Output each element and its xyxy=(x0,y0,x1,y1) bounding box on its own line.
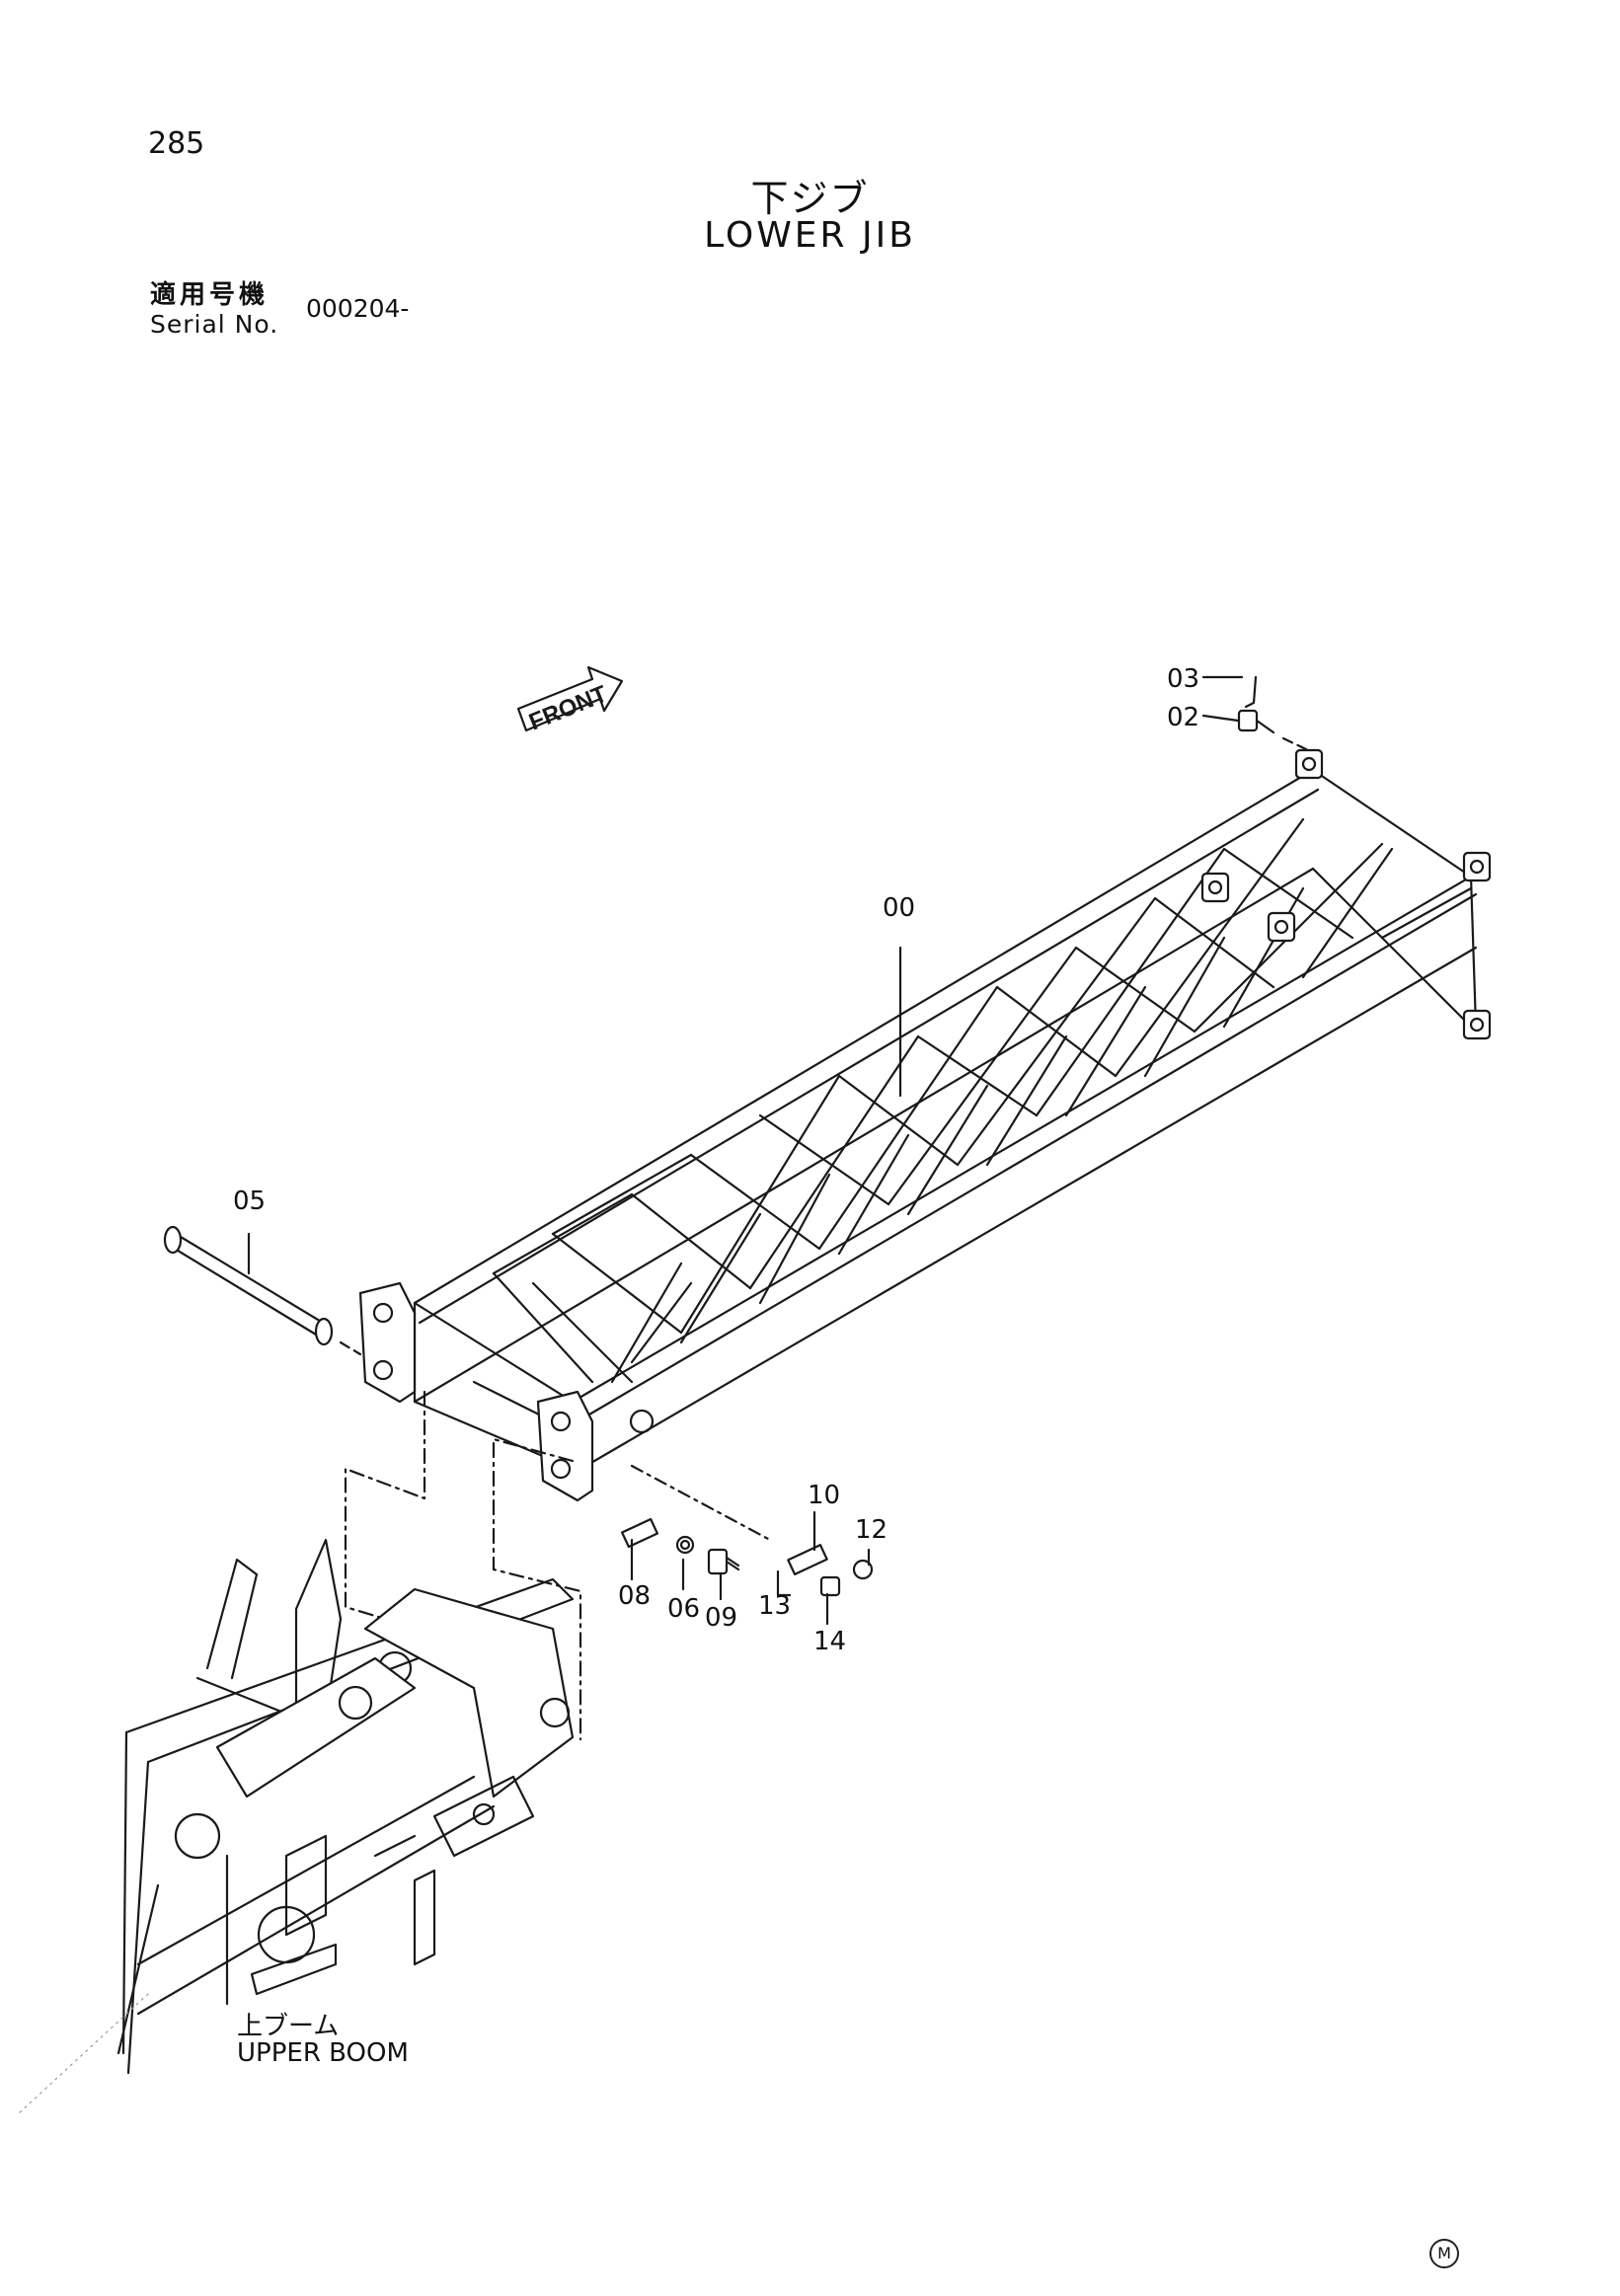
jib-foot-plates xyxy=(358,1281,655,1502)
callout-14: 14 xyxy=(813,1627,847,1656)
callout-00: 00 xyxy=(883,893,916,923)
upper-boom-label-english: UPPER BOOM xyxy=(237,2038,409,2068)
upper-boom-label-japanese: 上ブーム xyxy=(237,2012,340,2041)
callout-05: 05 xyxy=(233,1186,267,1216)
small-hardware-parts xyxy=(621,1464,874,1597)
serial-number-value: 000204- xyxy=(306,294,410,323)
connection-lines xyxy=(344,1390,582,1741)
callout-03: 03 xyxy=(1167,664,1200,694)
serial-label-japanese: 適用号機 xyxy=(150,280,270,310)
corner-m-mark: M xyxy=(1429,2239,1459,2268)
title-english: LOWER JIB xyxy=(704,215,916,256)
jib-head-lugs xyxy=(1200,748,1492,1040)
pin-02-03-parts xyxy=(1237,675,1310,752)
callout-10: 10 xyxy=(808,1481,841,1510)
upper-boom-drawing xyxy=(116,1538,575,2075)
lower-jib-lattice xyxy=(413,768,1478,1473)
page-number: 285 xyxy=(148,126,205,161)
title-japanese: 下ジブ xyxy=(750,177,870,220)
dotted-line xyxy=(19,1993,149,2113)
serial-label-english: Serial No. xyxy=(150,310,279,339)
callout-12: 12 xyxy=(855,1515,888,1545)
callout-06: 06 xyxy=(667,1594,701,1624)
pin-05-part xyxy=(163,1225,362,1356)
callout-13: 13 xyxy=(758,1591,792,1621)
callout-08: 08 xyxy=(618,1581,652,1611)
front-arrow: FRONT xyxy=(516,665,624,736)
callout-09: 09 xyxy=(705,1603,738,1633)
callout-02: 02 xyxy=(1167,703,1200,732)
callout-leaders xyxy=(247,675,1244,1626)
